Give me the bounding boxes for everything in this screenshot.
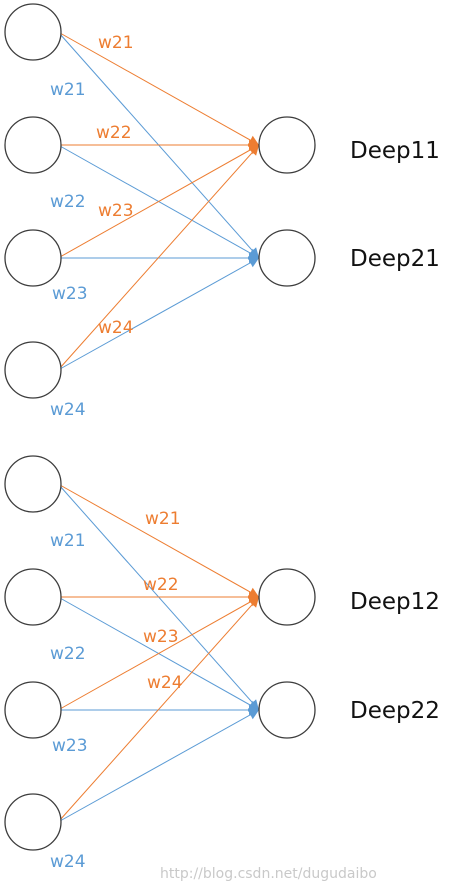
group-1-output-node-1 [258, 116, 316, 174]
group-1-blue-weight-label-1: w21 [50, 80, 86, 100]
group-1-edge-orange-4 [57, 144, 260, 371]
group-1-output-label-1: Deep11 [350, 138, 440, 164]
group-1-orange-weight-label-3: w23 [98, 201, 134, 221]
group-1-orange-weight-label-4: w24 [98, 318, 134, 338]
group-1-edge-blue-4 [57, 257, 260, 371]
group-2-output-label-2: Deep22 [350, 698, 440, 724]
group-1-input-node-2 [4, 116, 62, 174]
group-1-orange-weight-label-2: w22 [96, 123, 132, 143]
group-1-blue-weight-label-3: w23 [52, 284, 88, 304]
nodes-layer [4, 3, 316, 851]
group-2-blue-weight-label-1: w21 [50, 531, 86, 551]
group-1-input-node-3 [4, 229, 62, 287]
group-2-input-node-2 [4, 568, 62, 626]
group-2-blue-weight-label-4: w24 [50, 852, 86, 872]
group-1-orange-weight-label-1: w21 [98, 33, 134, 53]
group-2-edge-blue-4 [57, 709, 260, 823]
group-1-input-node-1 [4, 3, 62, 61]
group-2-edge-orange-4 [57, 596, 260, 823]
group-1-input-node-4 [4, 341, 62, 399]
group-2-blue-weight-label-2: w22 [50, 644, 86, 664]
watermark: http://blog.csdn.net/dugudaibo [160, 866, 377, 882]
group-1-blue-weight-label-4: w24 [50, 400, 86, 420]
edges-layer [57, 31, 260, 823]
group-1-output-label-2: Deep21 [350, 246, 440, 272]
group-2-orange-weight-label-3: w23 [143, 627, 179, 647]
group-2-edge-orange-1 [57, 483, 260, 598]
group-2-orange-weight-label-2: w22 [143, 575, 179, 595]
labels-layer: Deep11Deep21w21w22w23w24w21w22w23w24Deep… [50, 33, 440, 872]
group-2-input-node-1 [4, 455, 62, 513]
group-1-output-node-2 [258, 229, 316, 287]
group-2-output-node-1 [258, 568, 316, 626]
group-2-output-node-2 [258, 681, 316, 739]
group-1-edge-orange-3 [57, 144, 260, 259]
group-2-edge-orange-3 [57, 596, 260, 711]
group-2-orange-weight-label-1: w21 [145, 509, 181, 529]
group-1-edge-orange-1 [57, 31, 260, 146]
group-2-orange-weight-label-4: w24 [147, 673, 183, 693]
group-2-input-node-4 [4, 793, 62, 851]
group-2-output-label-1: Deep12 [350, 589, 440, 615]
group-2-input-node-3 [4, 681, 62, 739]
group-2-blue-weight-label-3: w23 [52, 736, 88, 756]
group-1-blue-weight-label-2: w22 [50, 192, 86, 212]
